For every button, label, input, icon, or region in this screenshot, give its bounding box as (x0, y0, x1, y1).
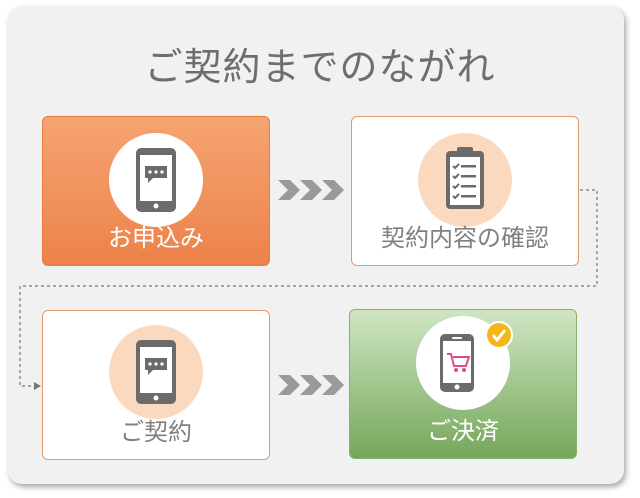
step-label: お申込み (108, 224, 204, 252)
chevron-arrows-icon (278, 180, 344, 200)
chevron-arrows-icon (278, 375, 344, 395)
step-label: 契約内容の確認 (381, 224, 549, 252)
page-title: ご契約までのながれ (144, 45, 496, 89)
check-badge-icon (485, 321, 513, 349)
step-payment: ご決済 (349, 309, 577, 459)
step-icon-circle (109, 325, 203, 419)
step-apply: お申込み (42, 116, 270, 266)
step-icon-circle (418, 133, 512, 227)
step-label: ご契約 (120, 418, 192, 446)
step-confirm-contract: 契約内容の確認 (351, 116, 579, 266)
tablet-chat-icon (136, 340, 176, 404)
tablet-chat-icon (136, 148, 176, 212)
phone-cart-check-icon (440, 334, 474, 392)
step-icon-circle (416, 316, 513, 410)
clipboard-checklist-icon (446, 147, 484, 209)
step-icon-circle (109, 133, 203, 227)
step-contract: ご契約 (42, 310, 270, 460)
step-label: ご決済 (427, 417, 499, 445)
